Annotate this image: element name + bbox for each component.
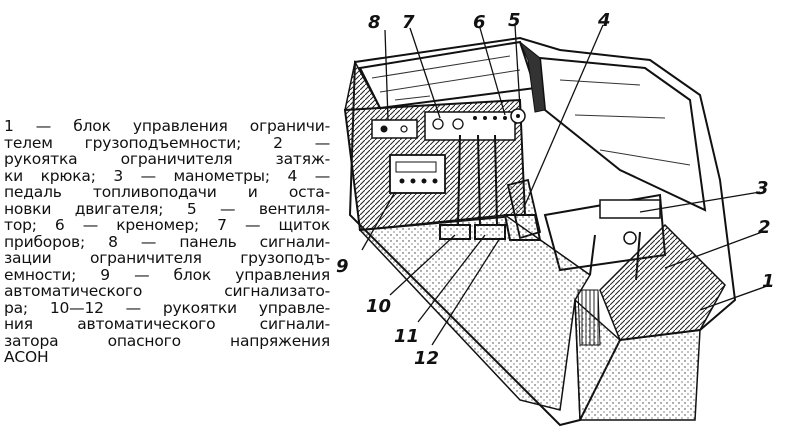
- caption-line: ки крюка; 3 — манометры; 4 —: [4, 167, 330, 184]
- caption-line: зации ограничителя грузоподъ-: [4, 250, 330, 267]
- callout-12: 12: [414, 348, 439, 369]
- caption-line: тор; 6 — креномер; 7 — щиток: [4, 217, 330, 234]
- caption-line: новки двигателя; 5 — вентиля-: [4, 200, 330, 217]
- caption-line: 1 — блок управления ограничи-: [4, 118, 330, 135]
- callout-5: 5: [508, 10, 521, 31]
- callout-6: 6: [473, 12, 486, 33]
- caption-line: педаль топливоподачи и оста-: [4, 184, 330, 201]
- limiter-control-block: [543, 193, 667, 281]
- caption-line: затора опасного напряжения: [4, 332, 330, 349]
- instrument-panel: [424, 111, 516, 141]
- callout-7: 7: [402, 12, 415, 33]
- caption-line: телем грузоподъемности; 2 —: [4, 134, 330, 151]
- floor-vertical-hatch: [577, 289, 601, 346]
- callout-1: 1: [762, 271, 775, 292]
- callout-10: 10: [366, 296, 391, 317]
- caption-line: ния автоматического сигнали-: [4, 316, 330, 333]
- load-limiter-signal-panel: [371, 119, 418, 139]
- fuel-pedal: [506, 178, 542, 240]
- caption-line: приборов; 8 — панель сигнали-: [4, 233, 330, 250]
- caption-line: АСОН: [4, 349, 49, 366]
- callout-4: 4: [597, 10, 611, 31]
- callout-3: 3: [756, 178, 769, 199]
- ason-control-unit: [389, 154, 446, 194]
- window-pillar: [519, 41, 546, 113]
- fan: [510, 108, 526, 124]
- caption-line: ра; 10—12 — рукоятки управле-: [4, 299, 330, 316]
- callout-8: 8: [368, 12, 381, 33]
- caption-line: емности; 9 — блок управления: [4, 266, 330, 283]
- callout-2: 2: [758, 217, 771, 238]
- caption-line: автоматического сигнализато-: [4, 283, 330, 300]
- leader-lines: [361, 24, 771, 346]
- caption-line: рукоятка ограничителя затяж-: [4, 151, 330, 168]
- callout-11: 11: [394, 326, 419, 347]
- figure-caption: 1 — блок управления ограничи- телем груз…: [4, 118, 330, 366]
- callout-9: 9: [336, 256, 349, 277]
